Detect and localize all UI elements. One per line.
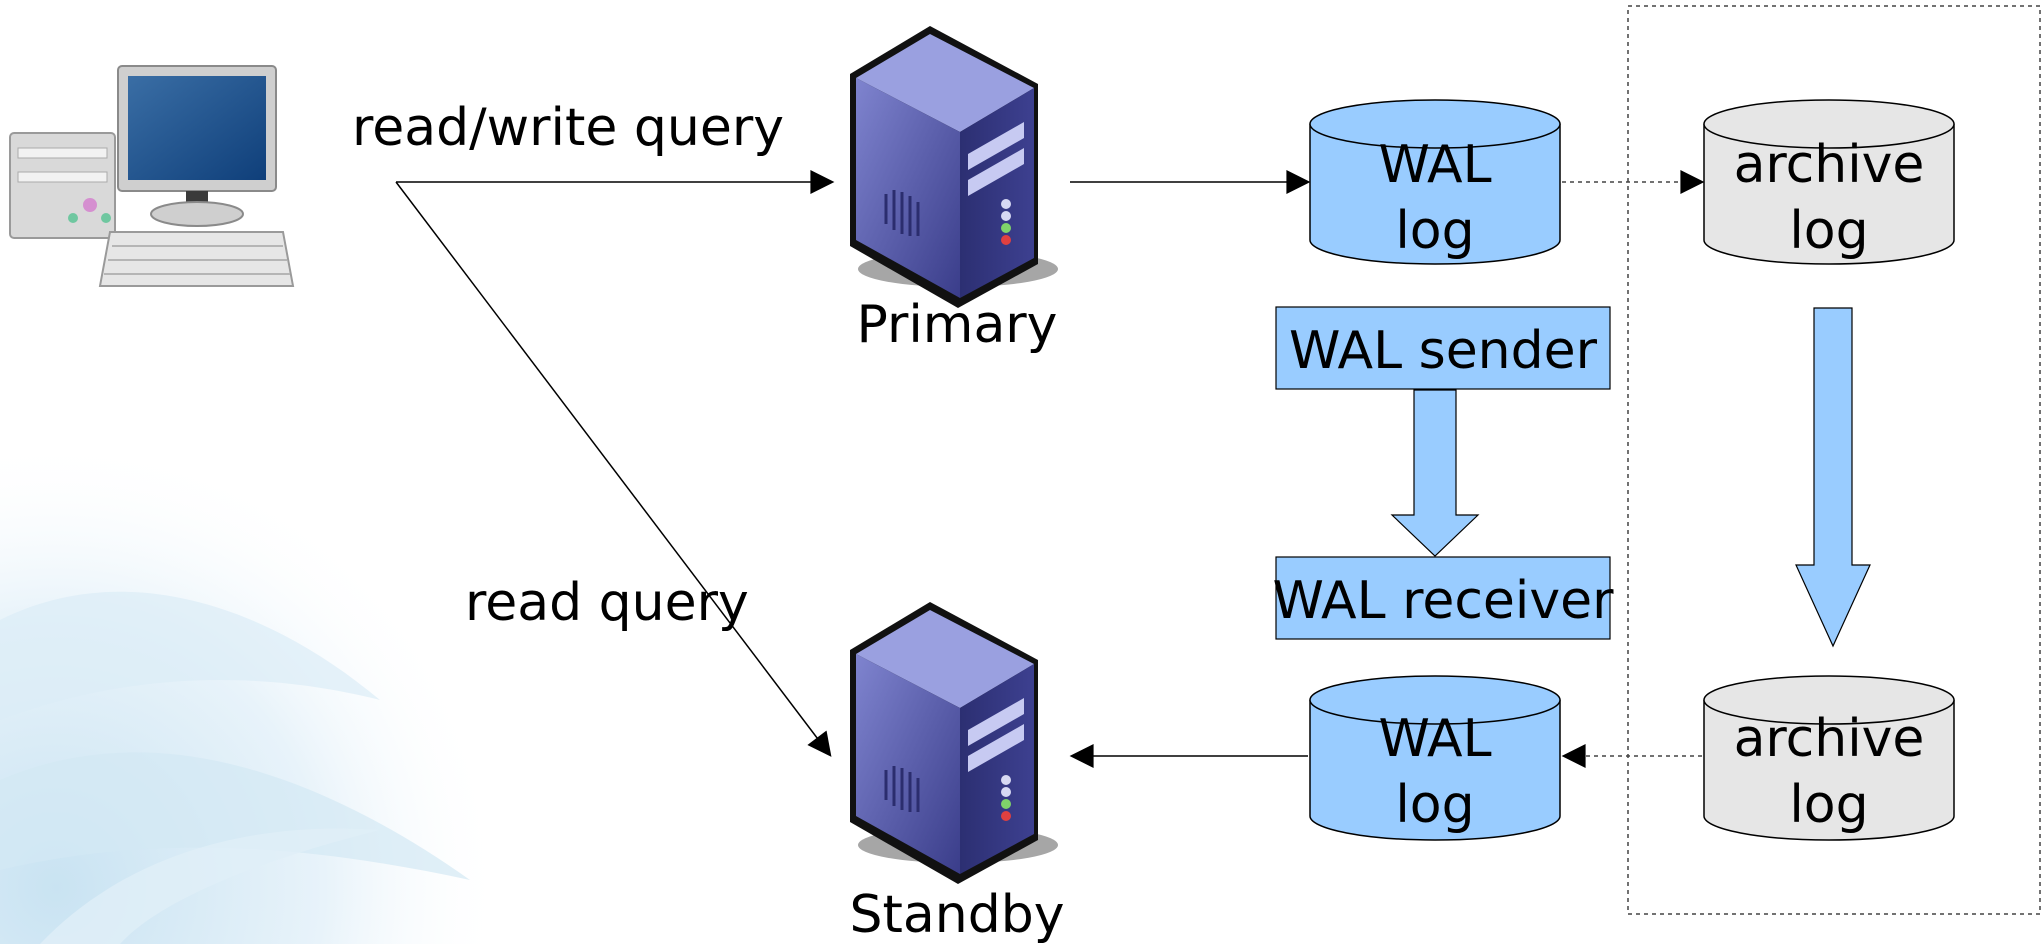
read-write-query-label: read/write query	[352, 98, 784, 158]
sender-to-receiver-arrow	[1390, 389, 1480, 557]
archive-log-standby: archive log	[1703, 675, 1955, 841]
archive-region	[1627, 5, 2041, 915]
query-arrows	[395, 170, 835, 757]
background-decoration	[0, 380, 560, 944]
wal-sender-box	[1275, 306, 1611, 390]
primary-label: Primary	[857, 295, 1058, 355]
archive-log-primary: archive log	[1703, 99, 1955, 265]
read-arrow	[395, 181, 832, 757]
standby-server-icon	[850, 602, 1058, 884]
desktop-computer-icon	[9, 65, 295, 287]
archive-log-standby-line1: archive	[1734, 709, 1925, 769]
primary-server-icon	[850, 26, 1058, 308]
archive-log-primary-line2: log	[1789, 201, 1868, 261]
wal-sender-label: WAL sender	[1289, 321, 1598, 381]
wal-receiver-label: WAL receiver	[1272, 571, 1614, 631]
wal-log-primary-line2: log	[1395, 201, 1474, 261]
archive-to-archive-arrow	[1795, 307, 1871, 648]
read-query-label: read query	[465, 573, 749, 633]
wal-log-standby: WAL log	[1309, 675, 1561, 841]
wal-log-standby-line2: log	[1395, 775, 1474, 835]
archive-log-standby-line2: log	[1789, 775, 1868, 835]
wal-log-primary: WAL log	[1309, 99, 1561, 265]
standby-label: Standby	[849, 885, 1064, 944]
wal-receiver-box	[1275, 556, 1611, 640]
wal-log-standby-line1: WAL	[1378, 709, 1491, 769]
archive-log-primary-line1: archive	[1734, 135, 1925, 195]
wal-log-primary-line1: WAL	[1378, 135, 1491, 195]
